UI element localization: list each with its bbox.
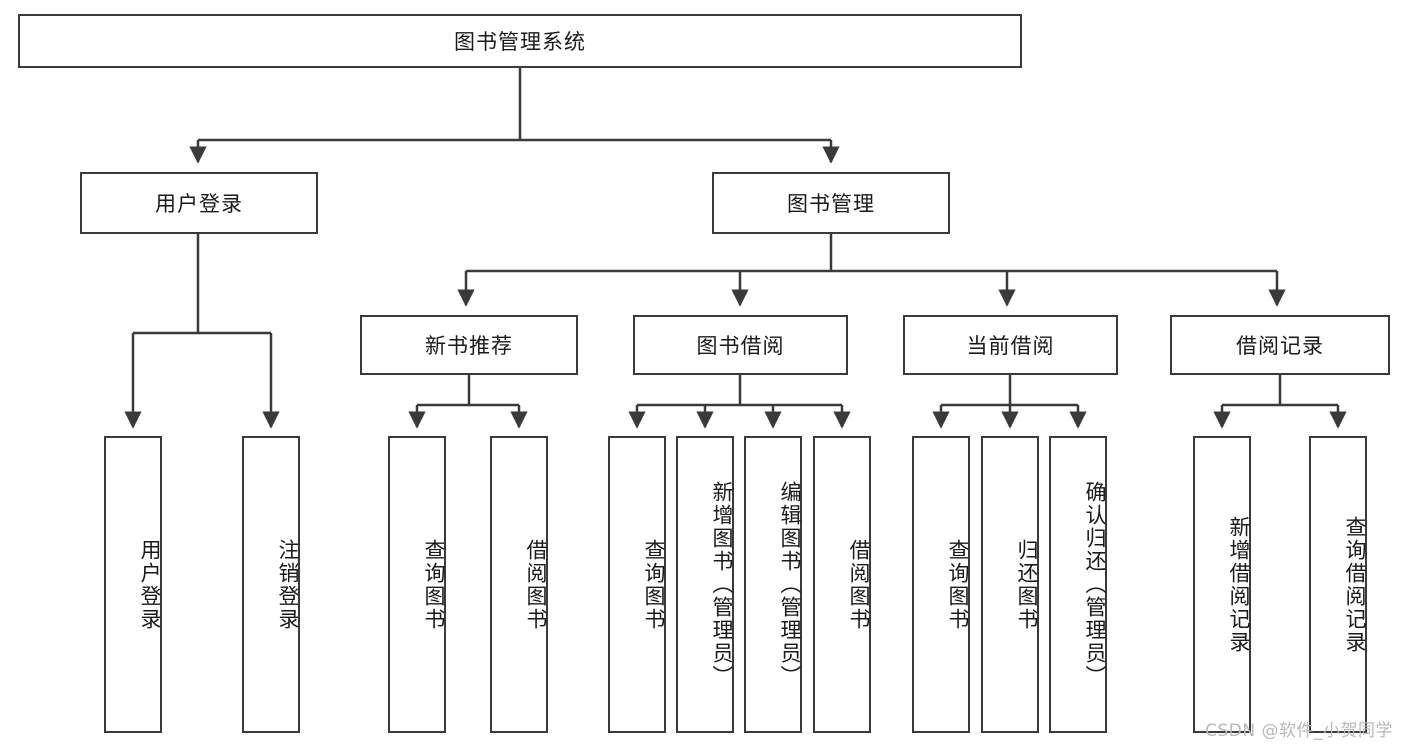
leaf-borrow-book-recommend[interactable]: 借阅图书 bbox=[490, 436, 548, 733]
node-root-label: 图书管理系统 bbox=[454, 30, 586, 54]
leaf-logout-label: 注销登录 bbox=[276, 538, 300, 631]
leaf-confirm-return-admin-label: 确认归还（管理员） bbox=[1083, 481, 1107, 688]
leaf-query-book-recommend[interactable]: 查询图书 bbox=[388, 436, 446, 733]
leaf-user-login[interactable]: 用户登录 bbox=[104, 436, 162, 733]
leaf-query-book-borrow[interactable]: 查询图书 bbox=[608, 436, 666, 733]
node-new-book-recommend[interactable]: 新书推荐 bbox=[360, 315, 578, 375]
leaf-query-borrow-record[interactable]: 查询借阅记录 bbox=[1309, 436, 1367, 733]
leaf-query-borrow-record-label: 查询借阅记录 bbox=[1343, 515, 1367, 654]
leaf-add-borrow-record[interactable]: 新增借阅记录 bbox=[1193, 436, 1251, 733]
leaf-edit-book-admin-label: 编辑图书（管理员） bbox=[778, 481, 802, 688]
node-user-login-label: 用户登录 bbox=[155, 192, 243, 216]
leaf-query-book-current[interactable]: 查询图书 bbox=[912, 436, 970, 733]
node-borrow-records-label: 借阅记录 bbox=[1236, 334, 1324, 358]
node-book-borrow[interactable]: 图书借阅 bbox=[633, 315, 848, 375]
leaf-add-book-admin-label: 新增图书（管理员） bbox=[710, 481, 734, 688]
leaf-return-book-label: 归还图书 bbox=[1015, 538, 1039, 631]
node-current-borrow[interactable]: 当前借阅 bbox=[903, 315, 1118, 375]
node-borrow-records[interactable]: 借阅记录 bbox=[1170, 315, 1390, 375]
leaf-borrow-book-label: 借阅图书 bbox=[847, 538, 871, 631]
node-new-book-recommend-label: 新书推荐 bbox=[425, 334, 513, 358]
leaf-add-borrow-record-label: 新增借阅记录 bbox=[1227, 515, 1251, 654]
node-user-login[interactable]: 用户登录 bbox=[80, 172, 318, 234]
leaf-logout[interactable]: 注销登录 bbox=[242, 436, 300, 733]
node-current-borrow-label: 当前借阅 bbox=[966, 334, 1055, 358]
watermark: CSDN @软件_小贺同学 bbox=[1205, 721, 1393, 741]
leaf-borrow-book-recommend-label: 借阅图书 bbox=[524, 538, 548, 631]
node-root[interactable]: 图书管理系统 bbox=[18, 14, 1022, 68]
leaf-borrow-book[interactable]: 借阅图书 bbox=[813, 436, 871, 733]
leaf-confirm-return-admin[interactable]: 确认归还（管理员） bbox=[1049, 436, 1107, 733]
leaf-return-book[interactable]: 归还图书 bbox=[981, 436, 1039, 733]
leaf-edit-book-admin[interactable]: 编辑图书（管理员） bbox=[744, 436, 802, 733]
leaf-query-book-borrow-label: 查询图书 bbox=[642, 538, 666, 631]
leaf-user-login-label: 用户登录 bbox=[138, 538, 162, 631]
node-book-borrow-label: 图书借阅 bbox=[696, 334, 785, 358]
leaf-query-book-recommend-label: 查询图书 bbox=[422, 538, 446, 631]
leaf-add-book-admin[interactable]: 新增图书（管理员） bbox=[676, 436, 734, 733]
node-book-management[interactable]: 图书管理 bbox=[712, 172, 950, 234]
node-book-management-label: 图书管理 bbox=[787, 192, 875, 216]
leaf-query-book-current-label: 查询图书 bbox=[946, 538, 970, 631]
